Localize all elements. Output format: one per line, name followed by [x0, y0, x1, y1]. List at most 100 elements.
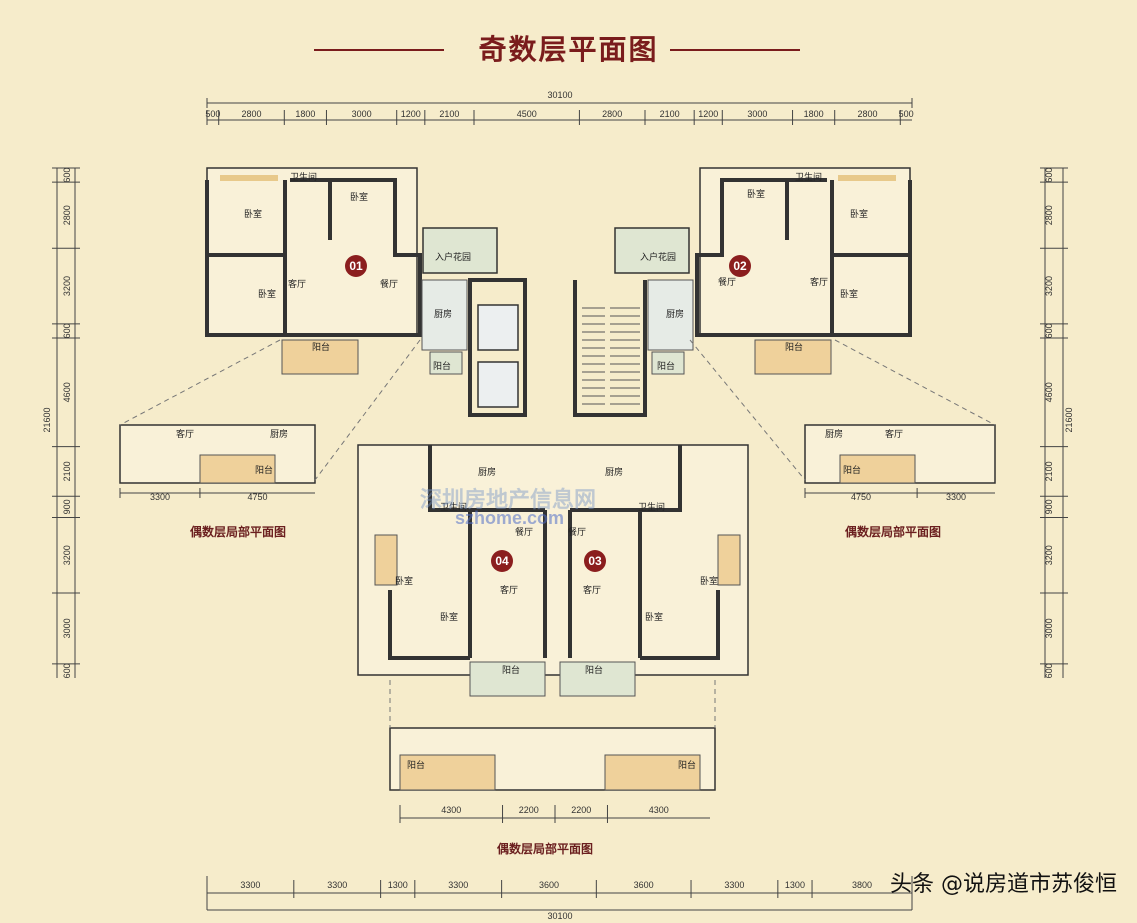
even-floor-label-right: 偶数层局部平面图	[845, 525, 942, 539]
dim-label: 3600	[539, 880, 559, 890]
dim-label: 500	[899, 109, 914, 119]
dim-label: 3000	[747, 109, 767, 119]
label-balcony: 阳台	[502, 664, 520, 676]
dim-label: 3200	[1044, 276, 1054, 296]
u02-kitchen-fixtures	[647, 279, 694, 351]
dim-label: 4600	[1044, 382, 1054, 402]
watermark-text: 深圳房地产信息网	[420, 487, 597, 512]
dim-label: 2800	[62, 205, 72, 225]
dim-label: 1300	[785, 880, 805, 890]
dim-label: 3600	[634, 880, 654, 890]
label-bedroom: 卧室	[700, 575, 718, 587]
label-dining: 餐厅	[515, 526, 533, 538]
dim-label: 3200	[62, 276, 72, 296]
label-bedroom: 卧室	[840, 288, 858, 300]
dim-label: 2800	[241, 109, 261, 119]
dim-label: 2800	[857, 109, 877, 119]
dim-label: 600	[62, 663, 72, 678]
u03-bay	[717, 534, 741, 586]
dim-label: 4500	[517, 109, 537, 119]
bottom-total-dim: 30100	[547, 911, 572, 921]
page-title: 奇数层平面图	[478, 33, 659, 66]
top-dimension-line	[206, 98, 913, 121]
label-bedroom: 卧室	[258, 288, 276, 300]
u01-service-balcony	[429, 351, 463, 375]
label-entry-garden: 入户花园	[435, 251, 471, 263]
dim-label: 3000	[352, 109, 372, 119]
dim-label: 4750	[851, 492, 871, 502]
room-labels: 卧室 卧室 卫生间 卧室 客厅 餐厅 厨房 入户花园 阳台 阳台 卧室 卧室 卫…	[176, 171, 903, 771]
even-plan-bottom	[389, 727, 716, 819]
dim-label: 1300	[388, 880, 408, 890]
u01-balcony	[281, 339, 359, 375]
unit-02	[695, 167, 912, 337]
label-balcony: 阳台	[312, 341, 330, 353]
dim-label: 3200	[1044, 545, 1054, 565]
dim-label: 600	[62, 168, 72, 183]
dim-label: 900	[1044, 499, 1054, 514]
title-rule-left	[314, 49, 444, 51]
guide-lines	[119, 339, 996, 728]
u03-balcony	[559, 661, 636, 697]
dim-label: 2100	[62, 461, 72, 481]
label-balcony: 阳台	[657, 360, 675, 372]
label-living: 客厅	[176, 428, 194, 440]
dim-label: 4300	[441, 805, 461, 815]
label-living: 客厅	[500, 584, 518, 596]
label-bedroom: 卧室	[645, 611, 663, 623]
u02-window	[838, 175, 896, 181]
u02-service-balcony	[651, 351, 685, 375]
u01-kitchen-fixtures	[421, 279, 468, 351]
label-balcony: 阳台	[433, 360, 451, 372]
label-bedroom: 卧室	[850, 208, 868, 220]
dim-label: 3300	[946, 492, 966, 502]
top-total-dim: 30100	[547, 90, 572, 100]
label-bathroom: 卫生间	[290, 171, 317, 183]
core	[422, 227, 690, 417]
label-living: 客厅	[288, 278, 306, 290]
dim-label: 2800	[1044, 205, 1054, 225]
even-plan-left	[119, 424, 316, 494]
dim-label: 1200	[401, 109, 421, 119]
units-03-04	[357, 444, 749, 676]
u04-balcony	[469, 661, 546, 697]
dim-label: 4600	[62, 382, 72, 402]
dim-label: 600	[62, 323, 72, 338]
dim-label: 3000	[62, 618, 72, 638]
label-kitchen: 厨房	[605, 466, 623, 478]
dim-label: 900	[62, 499, 72, 514]
label-bedroom: 卧室	[395, 575, 413, 587]
label-dining: 餐厅	[718, 276, 736, 288]
author-credit: 头条 @说房道市苏俊恒	[890, 872, 1117, 897]
label-kitchen: 厨房	[478, 466, 496, 478]
even-floor-label-bottom: 偶数层局部平面图	[497, 842, 594, 856]
label-bathroom: 卫生间	[440, 501, 467, 513]
dim-label: 2200	[519, 805, 539, 815]
dim-label: 3300	[150, 492, 170, 502]
dim-label: 3000	[1044, 618, 1054, 638]
unit-badge-03: 03	[584, 550, 606, 572]
label-living: 客厅	[885, 428, 903, 440]
label-bedroom: 卧室	[440, 611, 458, 623]
label-living: 客厅	[583, 584, 601, 596]
dim-label: 2200	[571, 805, 591, 815]
label-entry-garden: 入户花园	[640, 251, 676, 263]
dim-label: 3200	[62, 545, 72, 565]
u01-window	[220, 175, 278, 181]
dim-label: 1800	[295, 109, 315, 119]
dim-label: 3300	[327, 880, 347, 890]
title-rule-right	[670, 49, 800, 51]
label-kitchen: 厨房	[825, 428, 843, 440]
even-floor-label-left: 偶数层局部平面图	[190, 525, 287, 539]
label-bathroom: 卫生间	[638, 501, 665, 513]
label-dining: 餐厅	[568, 526, 586, 538]
unit-badge-02: 02	[729, 255, 751, 277]
left-dims: 600 2800 3200 600 4600 2100 900 3200 3000 600	[52, 167, 80, 678]
dim-label: 3300	[448, 880, 468, 890]
dim-label: 3800	[852, 880, 872, 890]
dim-label: 600	[1044, 168, 1054, 183]
